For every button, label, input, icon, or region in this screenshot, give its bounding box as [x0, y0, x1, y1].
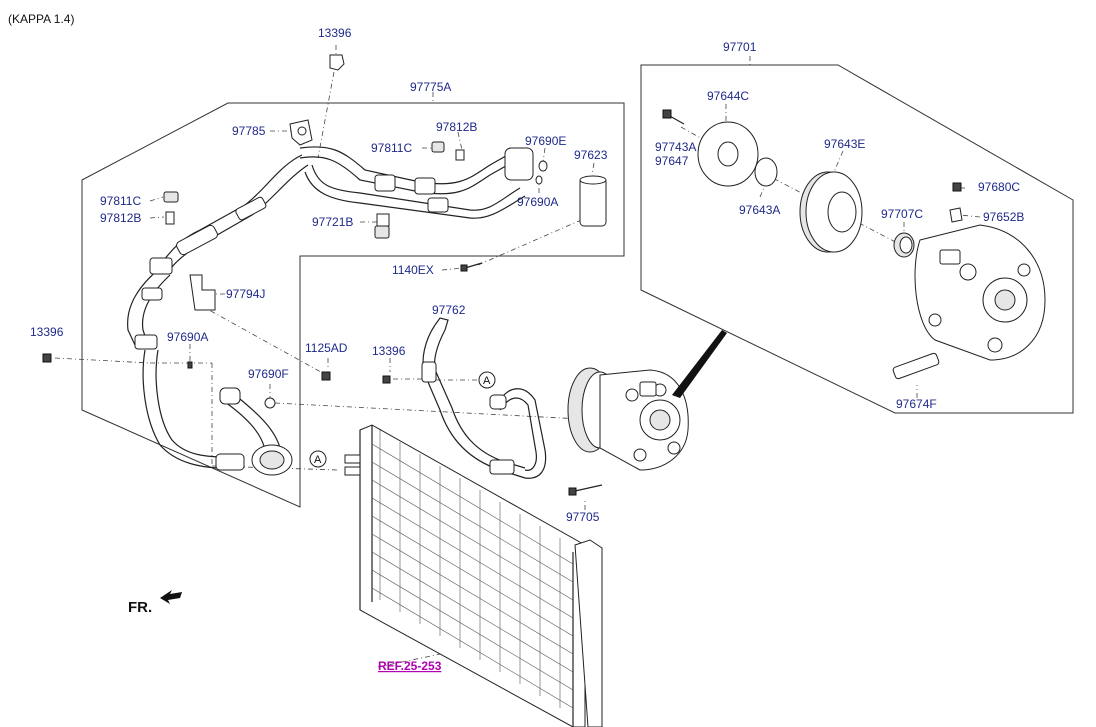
nut-13396-top	[329, 54, 345, 71]
label-97674f[interactable]: 97674F	[896, 397, 937, 411]
o-ring-97690e	[538, 160, 548, 172]
relief-valve-97674f	[892, 352, 940, 380]
label-97785[interactable]: 97785	[232, 124, 266, 138]
label-13396-top[interactable]: 13396	[318, 26, 352, 40]
label-97811c-left[interactable]: 97811C	[100, 194, 141, 208]
label-97775a[interactable]: 97775A	[410, 80, 451, 94]
svg-text:A: A	[314, 454, 322, 466]
label-97721b[interactable]: 97721B	[312, 215, 353, 229]
valve-core-97812b-top	[455, 149, 465, 161]
pulley-97643e	[799, 171, 863, 253]
armature-plate-97644c	[697, 121, 759, 187]
label-97643e[interactable]: 97643E	[824, 137, 865, 151]
front-direction-arrow	[160, 590, 182, 604]
label-97680c[interactable]: 97680C	[978, 180, 1020, 194]
pressure-switch-97721b	[374, 213, 390, 239]
ref-marker-a-lower: A	[309, 450, 327, 468]
receiver-drier-97623	[579, 175, 607, 227]
bolt-97705	[568, 484, 603, 496]
cap-97811c-top	[431, 141, 445, 153]
snap-ring-97643a	[754, 157, 778, 187]
bracket-97794j	[189, 274, 216, 311]
coil-97707c	[893, 232, 915, 258]
label-97647[interactable]: 97647	[655, 154, 689, 168]
o-ring-97690a-mid	[187, 361, 193, 369]
valve-core-97812b-left	[165, 211, 175, 225]
hose-assembly-frame	[81, 102, 625, 508]
nut-13396-left	[42, 353, 52, 363]
label-97701[interactable]: 97701	[723, 40, 757, 54]
label-97690a-top[interactable]: 97690A	[517, 195, 558, 209]
label-97705[interactable]: 97705	[566, 510, 600, 524]
ref-link[interactable]: REF.25-253	[378, 659, 442, 673]
bolt-97680c	[952, 182, 962, 192]
label-1125ad[interactable]: 1125AD	[305, 341, 348, 355]
label-97644c[interactable]: 97644C	[707, 89, 749, 103]
label-97812b-top[interactable]: 97812B	[436, 120, 477, 134]
suction-hose-97775a	[127, 146, 534, 476]
label-97743a[interactable]: 97743A	[655, 140, 696, 154]
label-97812b-left[interactable]: 97812B	[100, 211, 141, 225]
discharge-hose-97762	[421, 317, 547, 479]
o-ring-97690a-top	[535, 175, 543, 185]
bolt-97743a	[662, 109, 685, 125]
compressor-assembly-frame	[640, 64, 1074, 414]
o-ring-97690f	[264, 397, 276, 409]
compressor-main	[567, 367, 689, 471]
label-97652b[interactable]: 97652B	[983, 210, 1024, 224]
bolt-1140ex	[460, 262, 483, 272]
bracket-97785	[289, 119, 313, 146]
cap-97811c-left	[163, 191, 179, 203]
bracket-97652b	[949, 207, 963, 223]
compressor-body-exploded	[914, 224, 1046, 361]
compressor-callout-arrow	[672, 330, 727, 398]
label-13396-left[interactable]: 13396	[30, 325, 64, 339]
diagram-title: (KAPPA 1.4)	[8, 12, 74, 26]
label-97690a-mid[interactable]: 97690A	[167, 330, 208, 344]
label-1140ex[interactable]: 1140EX	[392, 263, 434, 277]
ref-marker-a-upper: A	[478, 371, 496, 389]
label-97690f[interactable]: 97690F	[248, 367, 289, 381]
label-97623[interactable]: 97623	[574, 148, 608, 162]
label-97707c[interactable]: 97707C	[881, 207, 923, 221]
label-97794j[interactable]: 97794J	[226, 287, 265, 301]
nut-13396-mid	[382, 375, 391, 384]
label-13396-mid[interactable]: 13396	[372, 344, 406, 358]
label-97811c-top[interactable]: 97811C	[371, 141, 412, 155]
bolt-1125ad	[321, 371, 331, 381]
condenser	[344, 424, 603, 727]
front-direction-label: FR.	[128, 599, 152, 616]
label-97690e[interactable]: 97690E	[525, 134, 566, 148]
svg-text:A: A	[483, 375, 491, 387]
label-97643a[interactable]: 97643A	[739, 203, 780, 217]
label-97762[interactable]: 97762	[432, 303, 466, 317]
